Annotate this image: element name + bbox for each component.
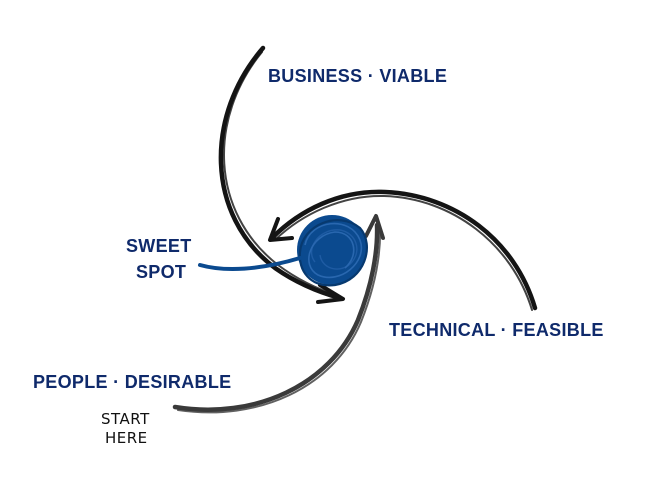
- business-arrowhead: [316, 283, 345, 304]
- people-arrowhead: [364, 214, 385, 240]
- label-sweet-spot-line1: SWEET: [126, 236, 192, 256]
- label-technical-feasible: TECHNICAL · FEASIBLE: [389, 320, 604, 340]
- label-business-viable: BUSINESS · VIABLE: [268, 66, 447, 86]
- business-curve: [218, 45, 345, 304]
- sweet-spot-scribble: [297, 215, 368, 287]
- label-people-desirable: PEOPLE · DESIRABLE: [33, 372, 231, 392]
- technical-arrowhead: [268, 217, 294, 242]
- technical-curve: [268, 189, 538, 311]
- sweet-spot-pointer: [198, 256, 302, 272]
- people-curve: [172, 214, 385, 414]
- label-start-line2: HERE: [105, 429, 148, 447]
- label-start-line1: START: [101, 410, 150, 428]
- label-sweet-spot-line2: SPOT: [136, 262, 186, 282]
